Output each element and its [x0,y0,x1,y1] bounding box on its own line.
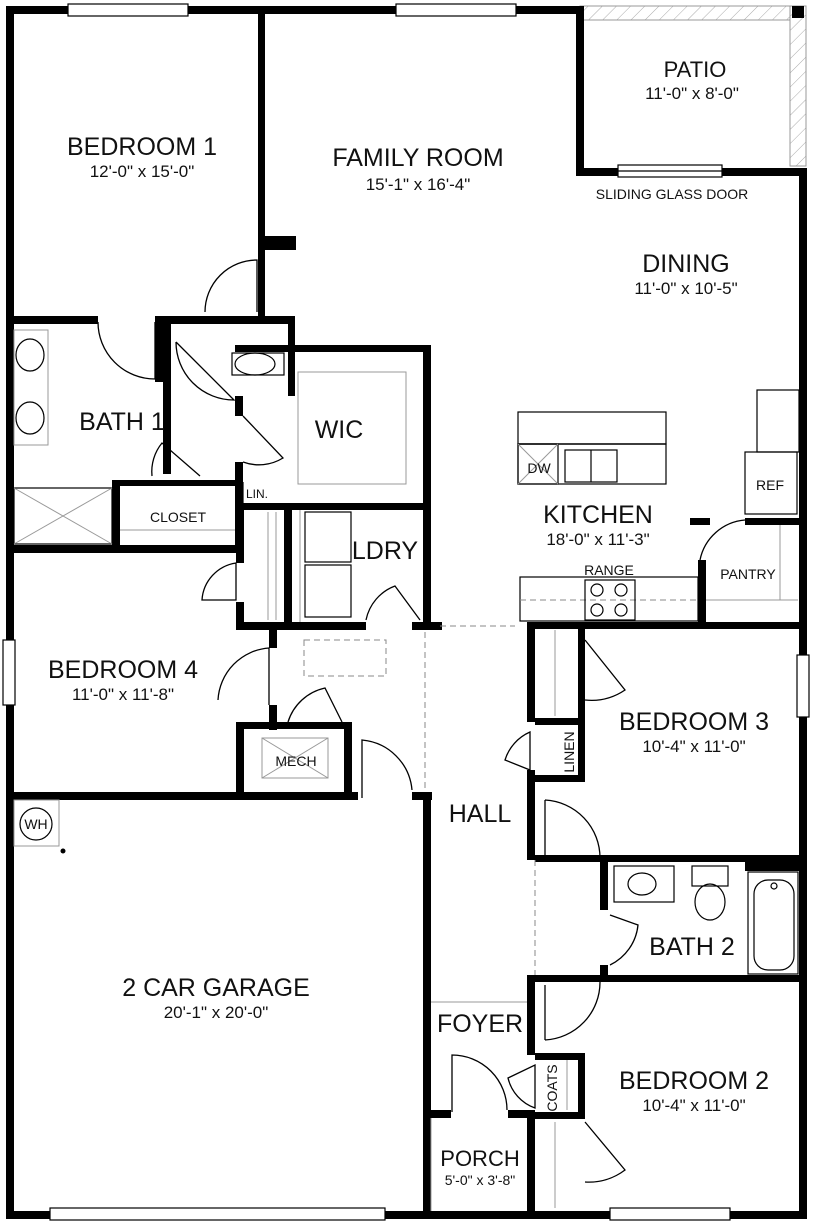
hall-name: HALL [449,800,512,828]
garage-name: 2 CAR GARAGE [122,974,310,1002]
kitchen-dims: 18'-0" x 11'-3" [546,530,649,549]
wic-name: WIC [315,416,364,444]
window-bedroom3 [796,654,810,718]
patio-dims: 11'-0" x 8'-0" [645,84,739,103]
bedroom1-dims: 12'-0" x 15'-0" [90,162,195,181]
bath2-name: BATH 2 [649,933,735,961]
porch-dims: 5'-0" x 3'-8" [445,1172,516,1188]
linen-label: LINEN [561,731,577,772]
wh-label: WH [24,816,47,832]
window-family [395,3,517,17]
dining-name: DINING [642,250,730,278]
mech-label: MECH [275,753,316,769]
toilet-icon-bath2 [691,865,729,921]
lin-label: LIN. [246,487,268,501]
bath1-name: BATH 1 [79,408,165,436]
patio-name: PATIO [664,57,727,82]
garage-dims: 20'-1" x 20'-0" [164,1003,269,1022]
bedroom2-name: BEDROOM 2 [619,1067,769,1095]
room-labels: BEDROOM 1 12'-0" x 15'-0" FAMILY ROOM 15… [24,57,784,1188]
bedroom2-dims: 10'-4" x 11'-0" [642,1096,745,1115]
dining-dims: 11'-0" x 10'-5" [634,279,737,298]
interior-walls [6,6,807,1218]
family-room-name: FAMILY ROOM [332,144,503,172]
sliding-glass-door-label: SLIDING GLASS DOOR [596,186,748,202]
window-bedroom4 [2,639,16,706]
toilet-icon [231,352,285,376]
foyer-name: FOYER [437,1010,523,1038]
patio-area [579,5,807,167]
kitchen-name: KITCHEN [543,501,653,529]
window-bedroom1 [67,3,189,17]
bedroom1-name: BEDROOM 1 [67,133,217,161]
bedroom3-dims: 10'-4" x 11'-0" [642,737,745,756]
porch-name: PORCH [440,1146,519,1171]
garage-door [49,1207,386,1221]
ldry-name: LDRY [352,537,419,565]
pantry-label: PANTRY [720,566,776,582]
coats-label: COATS [544,1064,560,1111]
closet-label: CLOSET [150,509,206,525]
window-bedroom2 [609,1207,731,1221]
dw-label: DW [527,460,551,476]
windows [2,3,810,1221]
ref-label: REF [756,477,784,493]
doors [97,259,746,1183]
bedroom3-name: BEDROOM 3 [619,708,769,736]
bedroom4-name: BEDROOM 4 [48,656,198,684]
range-label: RANGE [584,562,634,578]
family-room-dims: 15'-1" x 16'-4" [366,175,471,194]
fixtures [13,329,800,1211]
bedroom4-dims: 11'-0" x 11'-8" [72,685,174,704]
